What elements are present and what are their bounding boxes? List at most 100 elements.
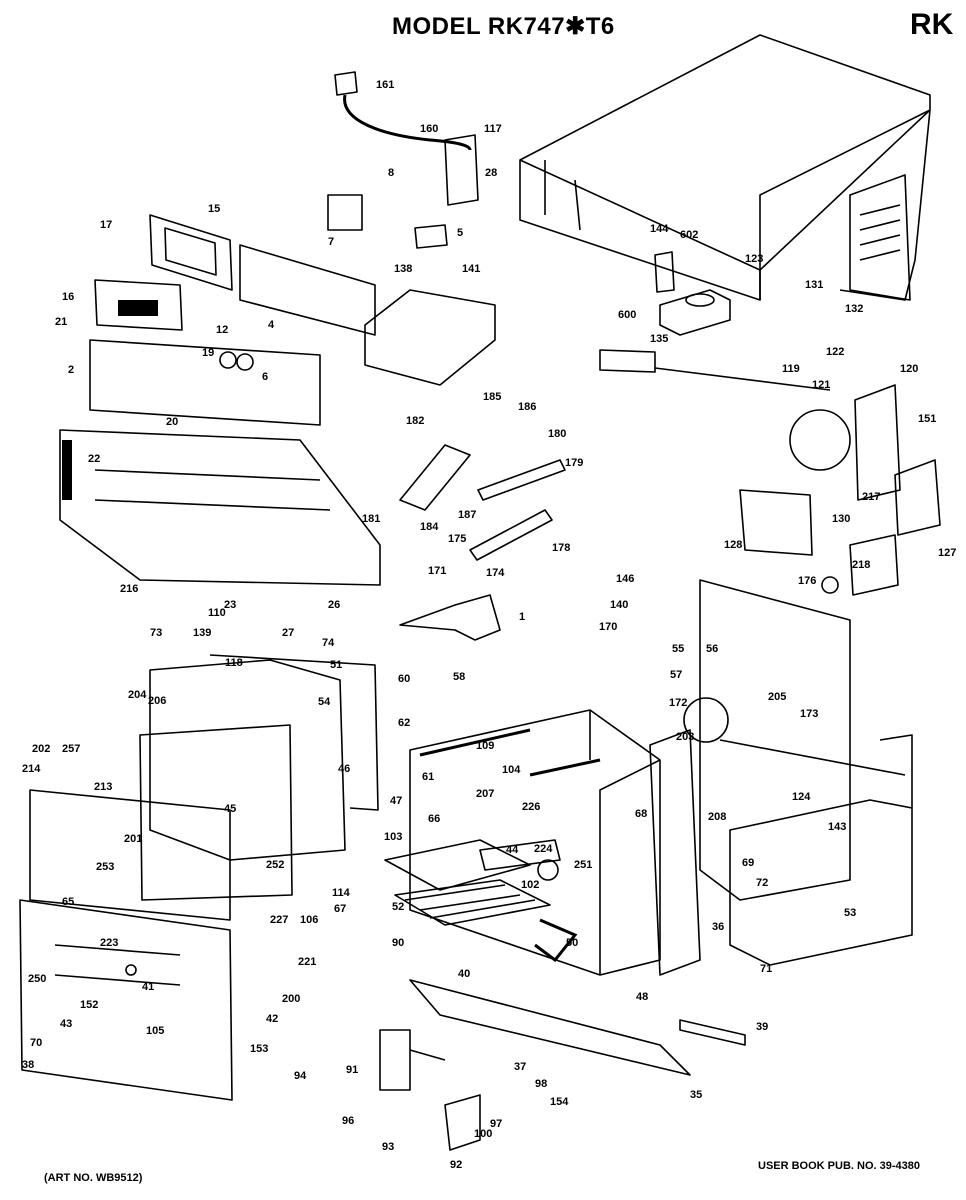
part-callout: 44 xyxy=(506,844,519,856)
part-callout: 141 xyxy=(462,263,480,275)
part-callout: 4 xyxy=(268,319,275,331)
part-callout: 128 xyxy=(724,539,742,551)
part-callout: 131 xyxy=(805,279,823,291)
part-callout: 176 xyxy=(798,575,816,587)
side-box xyxy=(894,459,941,536)
part-callout: 175 xyxy=(448,533,466,545)
hinge-bracket xyxy=(444,1094,481,1151)
knob-218 xyxy=(821,576,839,594)
part-callout: 132 xyxy=(845,303,863,315)
part-callout: 200 xyxy=(282,993,300,1005)
part-callout: 62 xyxy=(398,717,410,729)
part-callout: 206 xyxy=(148,695,166,707)
part-callout: 96 xyxy=(342,1115,354,1127)
box-bracket xyxy=(739,489,813,556)
latch-plate xyxy=(399,444,471,511)
part-callout: 250 xyxy=(28,973,46,985)
terminal-panel xyxy=(444,134,479,206)
part-callout: 47 xyxy=(390,795,402,807)
part-callout: 143 xyxy=(828,821,846,833)
part-callout: 172 xyxy=(669,697,687,709)
part-callout: 181 xyxy=(362,513,380,525)
part-callout: 224 xyxy=(534,843,553,855)
part-callout: 65 xyxy=(62,896,74,908)
model-title: MODEL RK747✱T6 xyxy=(392,13,615,40)
part-callout: 104 xyxy=(502,764,521,776)
trim-strip xyxy=(679,1019,746,1046)
part-callout: 101 xyxy=(0,0,18,3)
part-callout: 103 xyxy=(384,831,402,843)
part-callout: 54 xyxy=(318,696,331,708)
part-callout: 257 xyxy=(62,743,80,755)
part-callout: 97 xyxy=(490,1118,502,1130)
part-callout: 67 xyxy=(334,903,346,915)
toe-kick xyxy=(409,979,691,1076)
part-callout: 130 xyxy=(832,513,850,525)
power-cord xyxy=(343,94,472,151)
fan-motor xyxy=(789,409,851,471)
switch xyxy=(414,224,448,249)
part-callout: 146 xyxy=(616,573,634,585)
part-callout: 117 xyxy=(484,123,502,135)
base-frame xyxy=(729,799,913,966)
part-callout: 105 xyxy=(146,1025,164,1037)
sensor-tube xyxy=(719,739,906,776)
junction-box xyxy=(849,534,899,596)
door-hinge xyxy=(379,1029,446,1091)
part-callout: 217 xyxy=(862,491,880,503)
part-callout: 20 xyxy=(166,416,178,428)
part-callout: 2 xyxy=(68,364,74,376)
part-callout: 161 xyxy=(376,79,394,91)
part-callout: 170 xyxy=(599,621,617,633)
part-callout: 55 xyxy=(672,643,684,655)
part-callout: 66 xyxy=(428,813,440,825)
part-callout: 252 xyxy=(266,859,284,871)
part-callout: 73 xyxy=(150,627,162,639)
part-callout: 91 xyxy=(346,1064,358,1076)
part-callout: 60 xyxy=(398,673,410,685)
part-callout: 186 xyxy=(518,401,536,413)
door-assembly xyxy=(19,654,379,1101)
art-number: (ART NO. WB9512) xyxy=(44,1172,143,1184)
part-callout: 182 xyxy=(406,415,424,427)
part-callout: 227 xyxy=(270,914,288,926)
part-callout: 21 xyxy=(55,316,67,328)
part-callout: 53 xyxy=(844,907,856,919)
part-callout: 127 xyxy=(938,547,956,559)
base-rail xyxy=(879,734,913,808)
part-callout: 178 xyxy=(552,542,570,554)
part-callout: 69 xyxy=(742,857,754,869)
motor-bracket xyxy=(854,384,901,501)
part-callout: 218 xyxy=(852,559,870,571)
part-callout: 216 xyxy=(120,583,138,595)
terminal-block xyxy=(599,349,656,373)
part-callout: 139 xyxy=(193,627,211,639)
part-callout: 171 xyxy=(428,565,446,577)
publication-number: USER BOOK PUB. NO. 39-4380 xyxy=(758,1160,920,1172)
part-callout: 184 xyxy=(420,521,439,533)
clock-timer xyxy=(94,279,183,331)
part-callout: 98 xyxy=(535,1078,547,1090)
part-callout: 22 xyxy=(88,453,100,465)
part-callout: 36 xyxy=(712,921,724,933)
part-callout: 253 xyxy=(96,861,114,873)
part-callout: 205 xyxy=(768,691,786,703)
part-callout: 90 xyxy=(392,937,404,949)
part-callout: 122 xyxy=(826,346,844,358)
part-callout: 6 xyxy=(262,371,268,383)
part-callout: 251 xyxy=(574,859,592,871)
control-panel xyxy=(239,244,376,336)
part-callout: 124 xyxy=(792,791,811,803)
part-callout: 43 xyxy=(60,1018,72,1030)
part-callout: 61 xyxy=(422,771,434,783)
part-callout: 72 xyxy=(756,877,768,889)
part-callout: 99 xyxy=(0,0,12,3)
part-callout: 70 xyxy=(30,1037,42,1049)
part-callout: 37 xyxy=(514,1061,526,1073)
part-callout: 5 xyxy=(457,227,463,239)
part-callout: 106 xyxy=(300,914,318,926)
part-callout: 226 xyxy=(522,801,540,813)
part-callout: 27 xyxy=(282,627,294,639)
part-callout: 114 xyxy=(332,887,351,899)
